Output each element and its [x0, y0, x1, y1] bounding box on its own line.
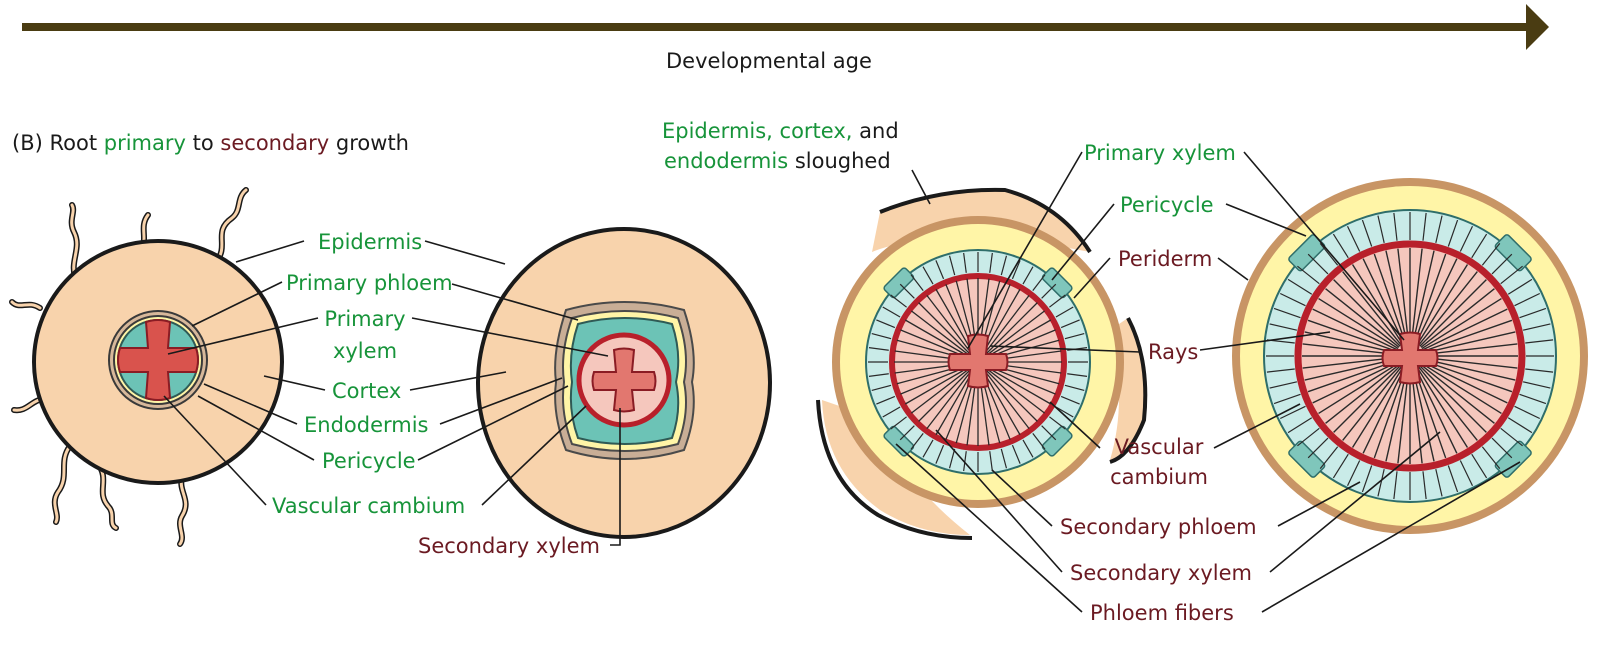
panel-letter: (B) [12, 131, 43, 155]
label-vascular-cambium: Vascular cambium [272, 493, 465, 519]
panel-title-to: to [193, 131, 214, 155]
label-sloughed-and: and [859, 119, 899, 143]
label-primary-xylem-right: Primary xylem [1084, 140, 1236, 166]
label-pericycle: Pericycle [322, 448, 416, 474]
label-periderm: Periderm [1118, 246, 1212, 272]
label-pericycle-right: Pericycle [1120, 192, 1214, 218]
label-primary-xylem-line2: xylem [322, 338, 408, 364]
label-secondary-xylem: Secondary xylem [418, 533, 600, 559]
panel-title-root: Root [49, 131, 97, 155]
label-rays: Rays [1148, 339, 1198, 365]
label-endodermis: Endodermis [304, 412, 429, 438]
label-phloem-fibers: Phloem fibers [1090, 600, 1234, 626]
panel-title-primary: primary [104, 131, 186, 155]
label-vascular-cambium-right-line2: cambium [1104, 464, 1214, 490]
panel-title: (B) Root primary to secondary growth [12, 130, 409, 156]
age-arrow-shaft [22, 23, 1540, 31]
developmental-age-label: Developmental age [666, 48, 872, 74]
label-sloughed-word: sloughed [795, 149, 891, 173]
panel-title-growth: growth [336, 131, 409, 155]
label-vascular-cambium-right-line1: Vascular [1104, 434, 1214, 460]
age-arrow-head [1526, 4, 1549, 50]
label-sloughed-endodermis: endodermis [664, 149, 788, 173]
label-cortex: Cortex [332, 378, 401, 404]
label-secondary-phloem: Secondary phloem [1060, 514, 1257, 540]
label-sloughed-line2: endodermis sloughed [664, 148, 891, 174]
label-sloughed-tissues: Epidermis, cortex, [662, 119, 852, 143]
label-primary-phloem: Primary phloem [286, 270, 453, 296]
label-sloughed-line1: Epidermis, cortex, and [662, 118, 899, 144]
label-epidermis: Epidermis [318, 229, 422, 255]
label-secondary-xylem-right: Secondary xylem [1070, 560, 1252, 586]
panel-title-secondary: secondary [220, 131, 329, 155]
label-primary-xylem-line1: Primary [322, 306, 408, 332]
